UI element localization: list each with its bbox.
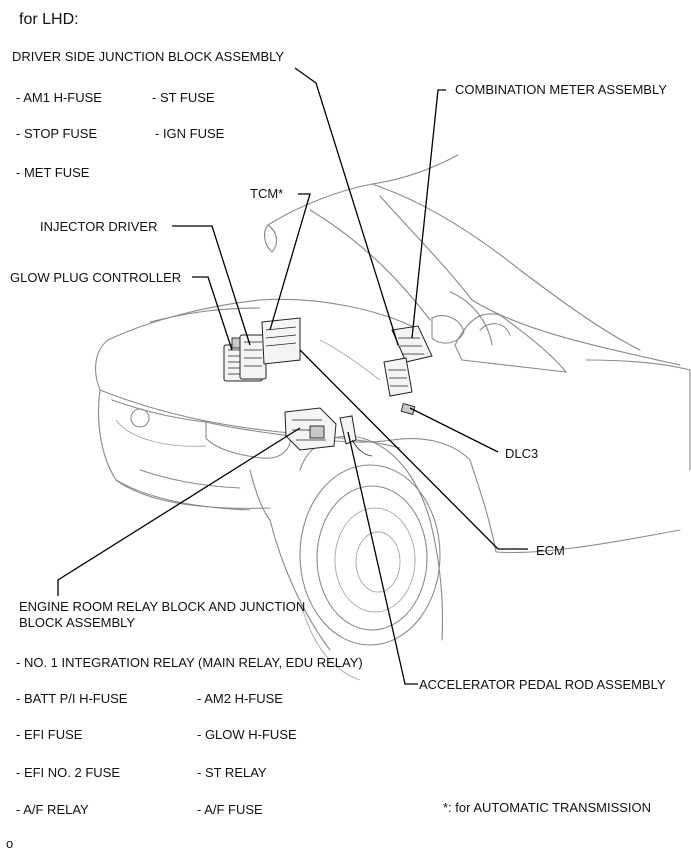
label-combination-meter: COMBINATION METER ASSEMBLY: [455, 82, 667, 97]
ecm-part: [383, 357, 413, 397]
label-am1-hfuse: - AM1 H-FUSE: [16, 90, 102, 105]
label-glow-hfuse: - GLOW H-FUSE: [197, 727, 297, 742]
label-efi-fuse: - EFI FUSE: [16, 727, 83, 742]
label-af-relay: - A/F RELAY: [16, 802, 89, 817]
label-stop-fuse: - STOP FUSE: [16, 126, 98, 141]
accelerator-pedal-part: [339, 415, 373, 457]
label-efi-no2-fuse: - EFI NO. 2 FUSE: [16, 765, 121, 780]
label-injector-driver: INJECTOR DRIVER: [40, 219, 158, 234]
label-dlc3: DLC3: [505, 446, 539, 461]
label-met-fuse: - MET FUSE: [16, 165, 90, 180]
label-driver-junction-block: DRIVER SIDE JUNCTION BLOCK ASSEMBLY: [12, 49, 285, 64]
label-accelerator-pedal: ACCELERATOR PEDAL ROD ASSEMBLY: [419, 677, 666, 692]
label-st-fuse: - ST FUSE: [152, 90, 215, 105]
tcm-part: [261, 317, 301, 365]
vehicle-outline: [95, 154, 691, 681]
leader-lines: [57, 67, 528, 685]
corner-mark: o: [6, 836, 14, 851]
label-st-relay: - ST RELAY: [197, 765, 267, 780]
driver-junction-block-part: [391, 325, 433, 363]
label-engine-room-relay-block-line2: BLOCK ASSEMBLY: [19, 615, 136, 630]
diagram-heading: for LHD:: [19, 11, 79, 28]
label-ecm: ECM: [536, 543, 565, 558]
label-glow-plug-controller: GLOW PLUG CONTROLLER: [10, 270, 182, 285]
label-tcm: TCM*: [250, 186, 284, 201]
label-am2-hfuse: - AM2 H-FUSE: [197, 691, 283, 706]
label-batt-pi-hfuse: - BATT P/I H-FUSE: [16, 691, 128, 706]
footnote: *: for AUTOMATIC TRANSMISSION: [443, 800, 652, 815]
injector-driver-part: [239, 334, 267, 380]
engine-room-relay-block-part: [284, 407, 337, 451]
label-no1-integration-relay: - NO. 1 INTEGRATION RELAY (MAIN RELAY, E…: [16, 655, 363, 670]
label-engine-room-relay-block-line1: ENGINE ROOM RELAY BLOCK AND JUNCTION: [19, 599, 306, 614]
label-ign-fuse: - IGN FUSE: [155, 126, 225, 141]
label-af-fuse: - A/F FUSE: [197, 802, 263, 817]
